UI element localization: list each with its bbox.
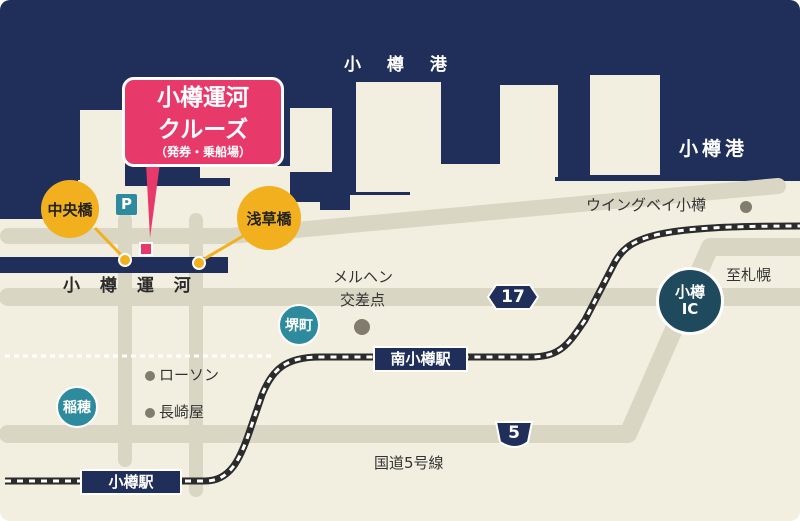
bridge-marker bbox=[192, 256, 206, 270]
leader-line bbox=[198, 230, 251, 264]
bridge-marker bbox=[118, 253, 132, 267]
ic-label-2: IC bbox=[681, 300, 699, 318]
cruise-callout[interactable]: 小樽運河 クルーズ （発券・乗船場） bbox=[122, 77, 284, 167]
pier bbox=[356, 82, 441, 192]
callout-pointer bbox=[146, 163, 160, 238]
leader-line bbox=[93, 226, 127, 261]
pier bbox=[290, 108, 332, 172]
cruise-name-line2: クルーズ bbox=[157, 117, 249, 143]
minami-otaru-station[interactable]: 南小樽駅 bbox=[373, 346, 468, 372]
canal-label: 小 樽 運 河 bbox=[63, 276, 198, 296]
canal bbox=[0, 257, 228, 273]
district-sakaimachi[interactable]: 堺町 bbox=[278, 304, 320, 346]
pier bbox=[80, 110, 125, 188]
district-inaho[interactable]: 稲穂 bbox=[56, 386, 98, 428]
ic-label-1: 小樽 bbox=[674, 283, 705, 301]
nagasakiya-dot bbox=[145, 408, 155, 418]
national-route-label: 国道5号線 bbox=[374, 454, 444, 472]
parking-icon[interactable]: P bbox=[116, 194, 137, 215]
bridge-asakusa[interactable]: 浅草橋 bbox=[237, 186, 301, 250]
otaru-ic[interactable]: 小樽 IC bbox=[656, 267, 724, 335]
bridge-chuo[interactable]: 中央橋 bbox=[41, 180, 99, 238]
railway-main-ties bbox=[5, 224, 800, 483]
lawson-dot bbox=[145, 371, 155, 381]
cruise-name-line1: 小樽運河 bbox=[157, 85, 249, 111]
port-label-right: 小樽港 bbox=[679, 138, 749, 160]
merchen-label-1: メルヘン bbox=[333, 268, 394, 286]
highway-icon bbox=[486, 284, 540, 310]
road-coastal bbox=[0, 178, 786, 244]
otaru-station[interactable]: 小樽駅 bbox=[80, 469, 182, 495]
cruise-dock-marker bbox=[139, 242, 153, 256]
cruise-note: （発券・乗船場） bbox=[154, 145, 251, 159]
lawson-label[interactable]: ローソン bbox=[159, 366, 220, 384]
to-sapporo-label: 至札幌 bbox=[726, 266, 772, 284]
merchen-label-2: 交差点 bbox=[340, 291, 386, 309]
port-label-top: 小 樽 港 bbox=[344, 55, 457, 75]
pier bbox=[590, 75, 660, 175]
road-route-5 bbox=[0, 238, 800, 443]
wing-bay-dot[interactable] bbox=[740, 201, 752, 213]
nagasakiya-label[interactable]: 長崎屋 bbox=[159, 403, 205, 421]
route-17-number: 17 bbox=[501, 287, 525, 307]
highway-icon bbox=[494, 421, 534, 448]
route-5-number: 5 bbox=[508, 423, 520, 443]
merchen-dot[interactable] bbox=[354, 319, 370, 335]
pier bbox=[500, 85, 558, 177]
wing-bay-label: ウイングベイ小樽 bbox=[586, 196, 707, 214]
